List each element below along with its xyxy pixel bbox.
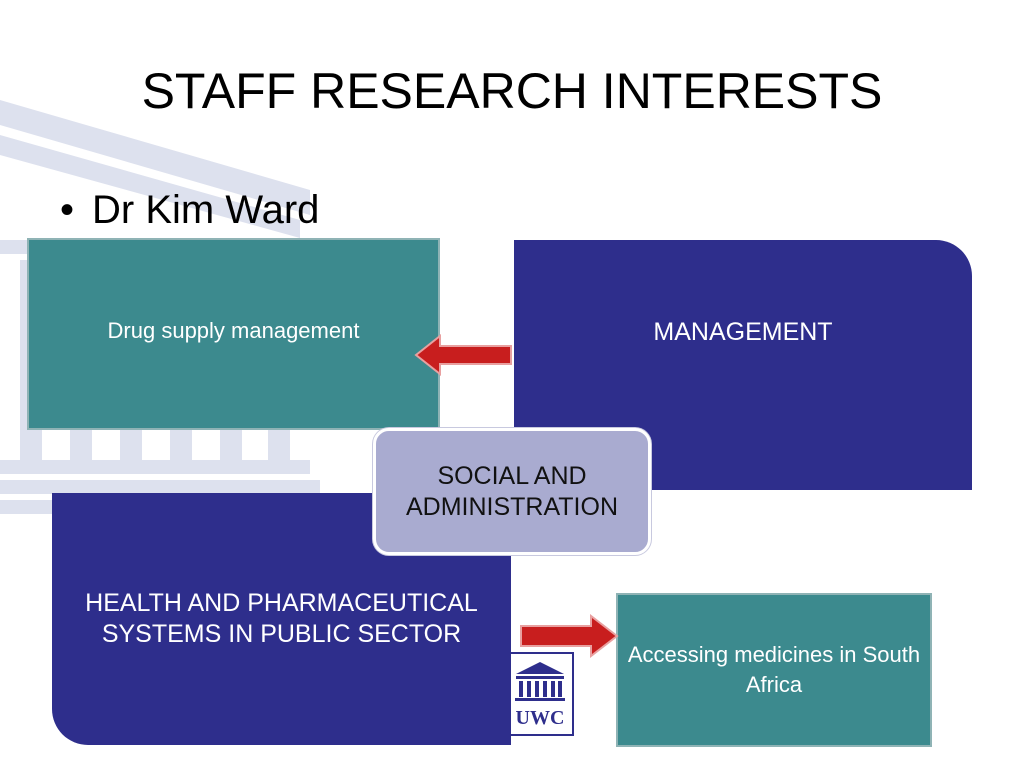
access-medicines-label: Accessing medicines in South Africa [627, 642, 921, 697]
access-medicines-box: Accessing medicines in South Africa [616, 593, 932, 747]
arrow-right-icon [520, 614, 619, 658]
bullet-dot-icon: • [60, 188, 75, 232]
social-admin-label: SOCIAL AND ADMINISTRATION [405, 461, 619, 521]
uwc-logo-icon: UWC [506, 652, 574, 736]
social-admin-box: SOCIAL AND ADMINISTRATION [373, 428, 651, 555]
drug-supply-box: Drug supply management [27, 238, 440, 430]
slide-title: STAFF RESEARCH INTERESTS [141, 63, 883, 119]
management-label: MANAGEMENT [653, 318, 833, 346]
drug-supply-label: Drug supply management [107, 318, 360, 343]
arrow-left-icon [414, 334, 512, 376]
bullet-text: Dr Kim Ward [92, 188, 320, 232]
bullet-item: • Dr Kim Ward [60, 188, 319, 233]
logo-text: UWC [516, 707, 565, 729]
health-systems-label: HEALTH AND PHARMACEUTICAL SYSTEMS IN PUB… [85, 589, 478, 648]
